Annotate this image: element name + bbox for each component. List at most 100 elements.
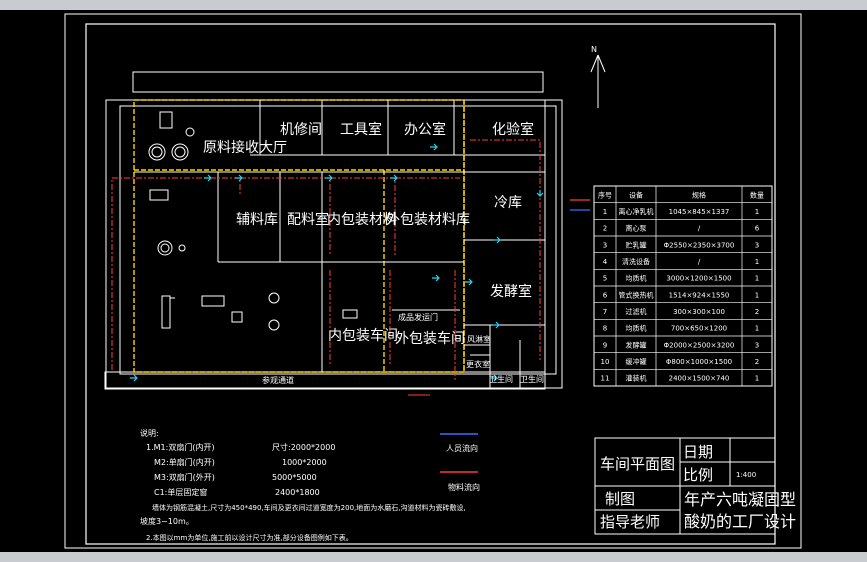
room-cold-store: 冷库 bbox=[494, 195, 522, 211]
material-flow-arrows bbox=[130, 143, 544, 382]
table-cell: 1 bbox=[755, 258, 759, 266]
table-cell: 10 bbox=[601, 358, 610, 366]
room-wc1: 卫生间 bbox=[489, 374, 513, 384]
table-cell: 1 bbox=[755, 208, 759, 216]
table-cell: 贮乳罐 bbox=[626, 240, 647, 249]
table-cell: 1 bbox=[603, 208, 607, 216]
table-cell: 1514×924×1550 bbox=[669, 291, 730, 299]
notes-door-m1: 1.M1:双扇门(内开) bbox=[146, 442, 215, 452]
title-drawn-by: 制图 bbox=[605, 490, 635, 508]
room-office: 办公室 bbox=[404, 121, 446, 138]
room-lab: 化验室 bbox=[492, 121, 534, 138]
room-wc2: 卫生间 bbox=[520, 374, 544, 384]
table-cell: 5 bbox=[603, 275, 607, 283]
table-cell: 发酵罐 bbox=[626, 340, 647, 349]
room-batching: 配料室 bbox=[287, 211, 329, 228]
title-scale-value: 1:400 bbox=[736, 471, 756, 479]
notes-door-m1-size: 尺寸:2000*2000 bbox=[272, 442, 335, 452]
room-ferment: 发酵室 bbox=[490, 283, 532, 300]
room-repair: 机修间 bbox=[280, 122, 322, 138]
wall-hatching bbox=[133, 99, 465, 373]
room-outer-pack: 外包装车间 bbox=[395, 330, 465, 347]
title-scale-label: 比例 bbox=[683, 466, 713, 484]
table-cell: 2 bbox=[755, 308, 759, 316]
notes-door-m2: M2:单扇门(内开) bbox=[154, 457, 215, 467]
table-header-cell: 设备 bbox=[629, 190, 643, 199]
table-cell: 2 bbox=[603, 225, 607, 233]
viewer-bottom-bar bbox=[0, 552, 867, 562]
room-inner-pack: 内包装车间 bbox=[328, 327, 398, 344]
title-project-line1: 年产六吨凝固型 bbox=[684, 490, 796, 509]
notes-wall-spec: 墙体为钢筋混凝土,尺寸为450*490,车间及更衣间过道宽度为200,地面为水磨… bbox=[152, 503, 466, 512]
legend-people-label: 人员流向 bbox=[446, 443, 478, 453]
table-cell: Φ2000×2500×3200 bbox=[664, 341, 735, 349]
table-cell: 1045×845×1337 bbox=[669, 208, 730, 216]
partition-walls bbox=[134, 100, 546, 388]
table-header-cell: 规格 bbox=[692, 190, 706, 199]
table-cell: 2 bbox=[755, 358, 759, 366]
notes-door-m3: M3:双扇门(外开) bbox=[154, 472, 215, 482]
people-flow-lines bbox=[111, 139, 541, 380]
table-cell: 4 bbox=[603, 258, 608, 266]
table-cell: 管式换热机 bbox=[619, 290, 654, 299]
corridor-label: 参观通道 bbox=[262, 375, 294, 385]
table-cell: 300×300×100 bbox=[673, 308, 725, 316]
table-cell: 6 bbox=[755, 225, 760, 233]
table-cell: 3 bbox=[755, 241, 759, 249]
table-cell: 2400×1500×740 bbox=[669, 375, 730, 383]
table-cell: 离心泵 bbox=[626, 224, 647, 233]
north-arrow-icon bbox=[590, 54, 606, 108]
table-cell: 1 bbox=[755, 325, 759, 333]
equipment-symbols bbox=[148, 111, 358, 331]
room-tools: 工具室 bbox=[340, 121, 382, 138]
table-cell: 清洗设备 bbox=[622, 257, 650, 266]
table-cell: / bbox=[698, 258, 701, 266]
room-raw-receiving: 原料接收大厅 bbox=[203, 139, 287, 156]
table-cell: 离心净乳机 bbox=[619, 207, 654, 216]
table-cell: 3000×1200×1500 bbox=[666, 275, 731, 283]
notes-units: 2.本图以mm为单位,施工前以设计尺寸为准,部分设备图例如下表。 bbox=[146, 533, 353, 542]
notes-title: 说明: bbox=[140, 428, 159, 438]
table-cell: 灌装机 bbox=[626, 374, 647, 383]
title-project-line2: 酸奶的工厂设计 bbox=[684, 512, 796, 531]
room-air-shower: 风淋室 bbox=[467, 334, 491, 344]
table-cell: 700×650×1200 bbox=[671, 325, 727, 333]
outer-frame bbox=[64, 13, 802, 549]
room-outer-pack-store: 外包装材料库 bbox=[386, 212, 470, 228]
title-advisor: 指导老师 bbox=[600, 513, 660, 531]
notes-window-c1-size: 2400*1800 bbox=[275, 488, 320, 497]
table-cell: 7 bbox=[603, 308, 607, 316]
table-cell: 1 bbox=[755, 275, 759, 283]
inner-frame bbox=[85, 23, 776, 545]
table-cell: 8 bbox=[603, 325, 607, 333]
table-cell: 均质机 bbox=[626, 324, 647, 333]
room-aux-store: 辅料库 bbox=[236, 212, 278, 228]
north-label: N bbox=[591, 45, 597, 54]
viewer-top-bar bbox=[0, 0, 867, 10]
table-cell: 11 bbox=[601, 375, 610, 383]
title-block bbox=[594, 437, 776, 535]
notes-window-c1: C1:单层固定窗 bbox=[154, 487, 207, 497]
table-cell: 均质机 bbox=[626, 274, 647, 283]
table-header-cell: 序号 bbox=[598, 190, 612, 199]
room-finished-gate: 成品发运门 bbox=[398, 312, 438, 322]
external-arrows bbox=[408, 199, 590, 396]
notes-slope: 坡度3~10m。 bbox=[140, 516, 194, 526]
notes-door-m2-size: 1000*2000 bbox=[282, 458, 327, 467]
table-cell: 3 bbox=[603, 241, 607, 249]
table-cell: 缓冲罐 bbox=[626, 357, 647, 366]
title-drawing-name: 车间平面图 bbox=[600, 455, 675, 473]
table-cell: 9 bbox=[603, 341, 607, 349]
table-cell: 3 bbox=[755, 341, 759, 349]
table-cell: 1 bbox=[755, 291, 759, 299]
table-cell: Φ800×1000×1500 bbox=[666, 358, 732, 366]
table-cell: 1 bbox=[755, 375, 759, 383]
legend-material-label: 物料流向 bbox=[448, 482, 480, 492]
notes-door-m3-size: 5000*5000 bbox=[272, 473, 317, 482]
table-cell: Φ2550×2350×3700 bbox=[664, 241, 735, 249]
table-cell: 过滤机 bbox=[626, 307, 647, 316]
table-cell: 6 bbox=[603, 291, 608, 299]
table-cell: / bbox=[698, 225, 701, 233]
